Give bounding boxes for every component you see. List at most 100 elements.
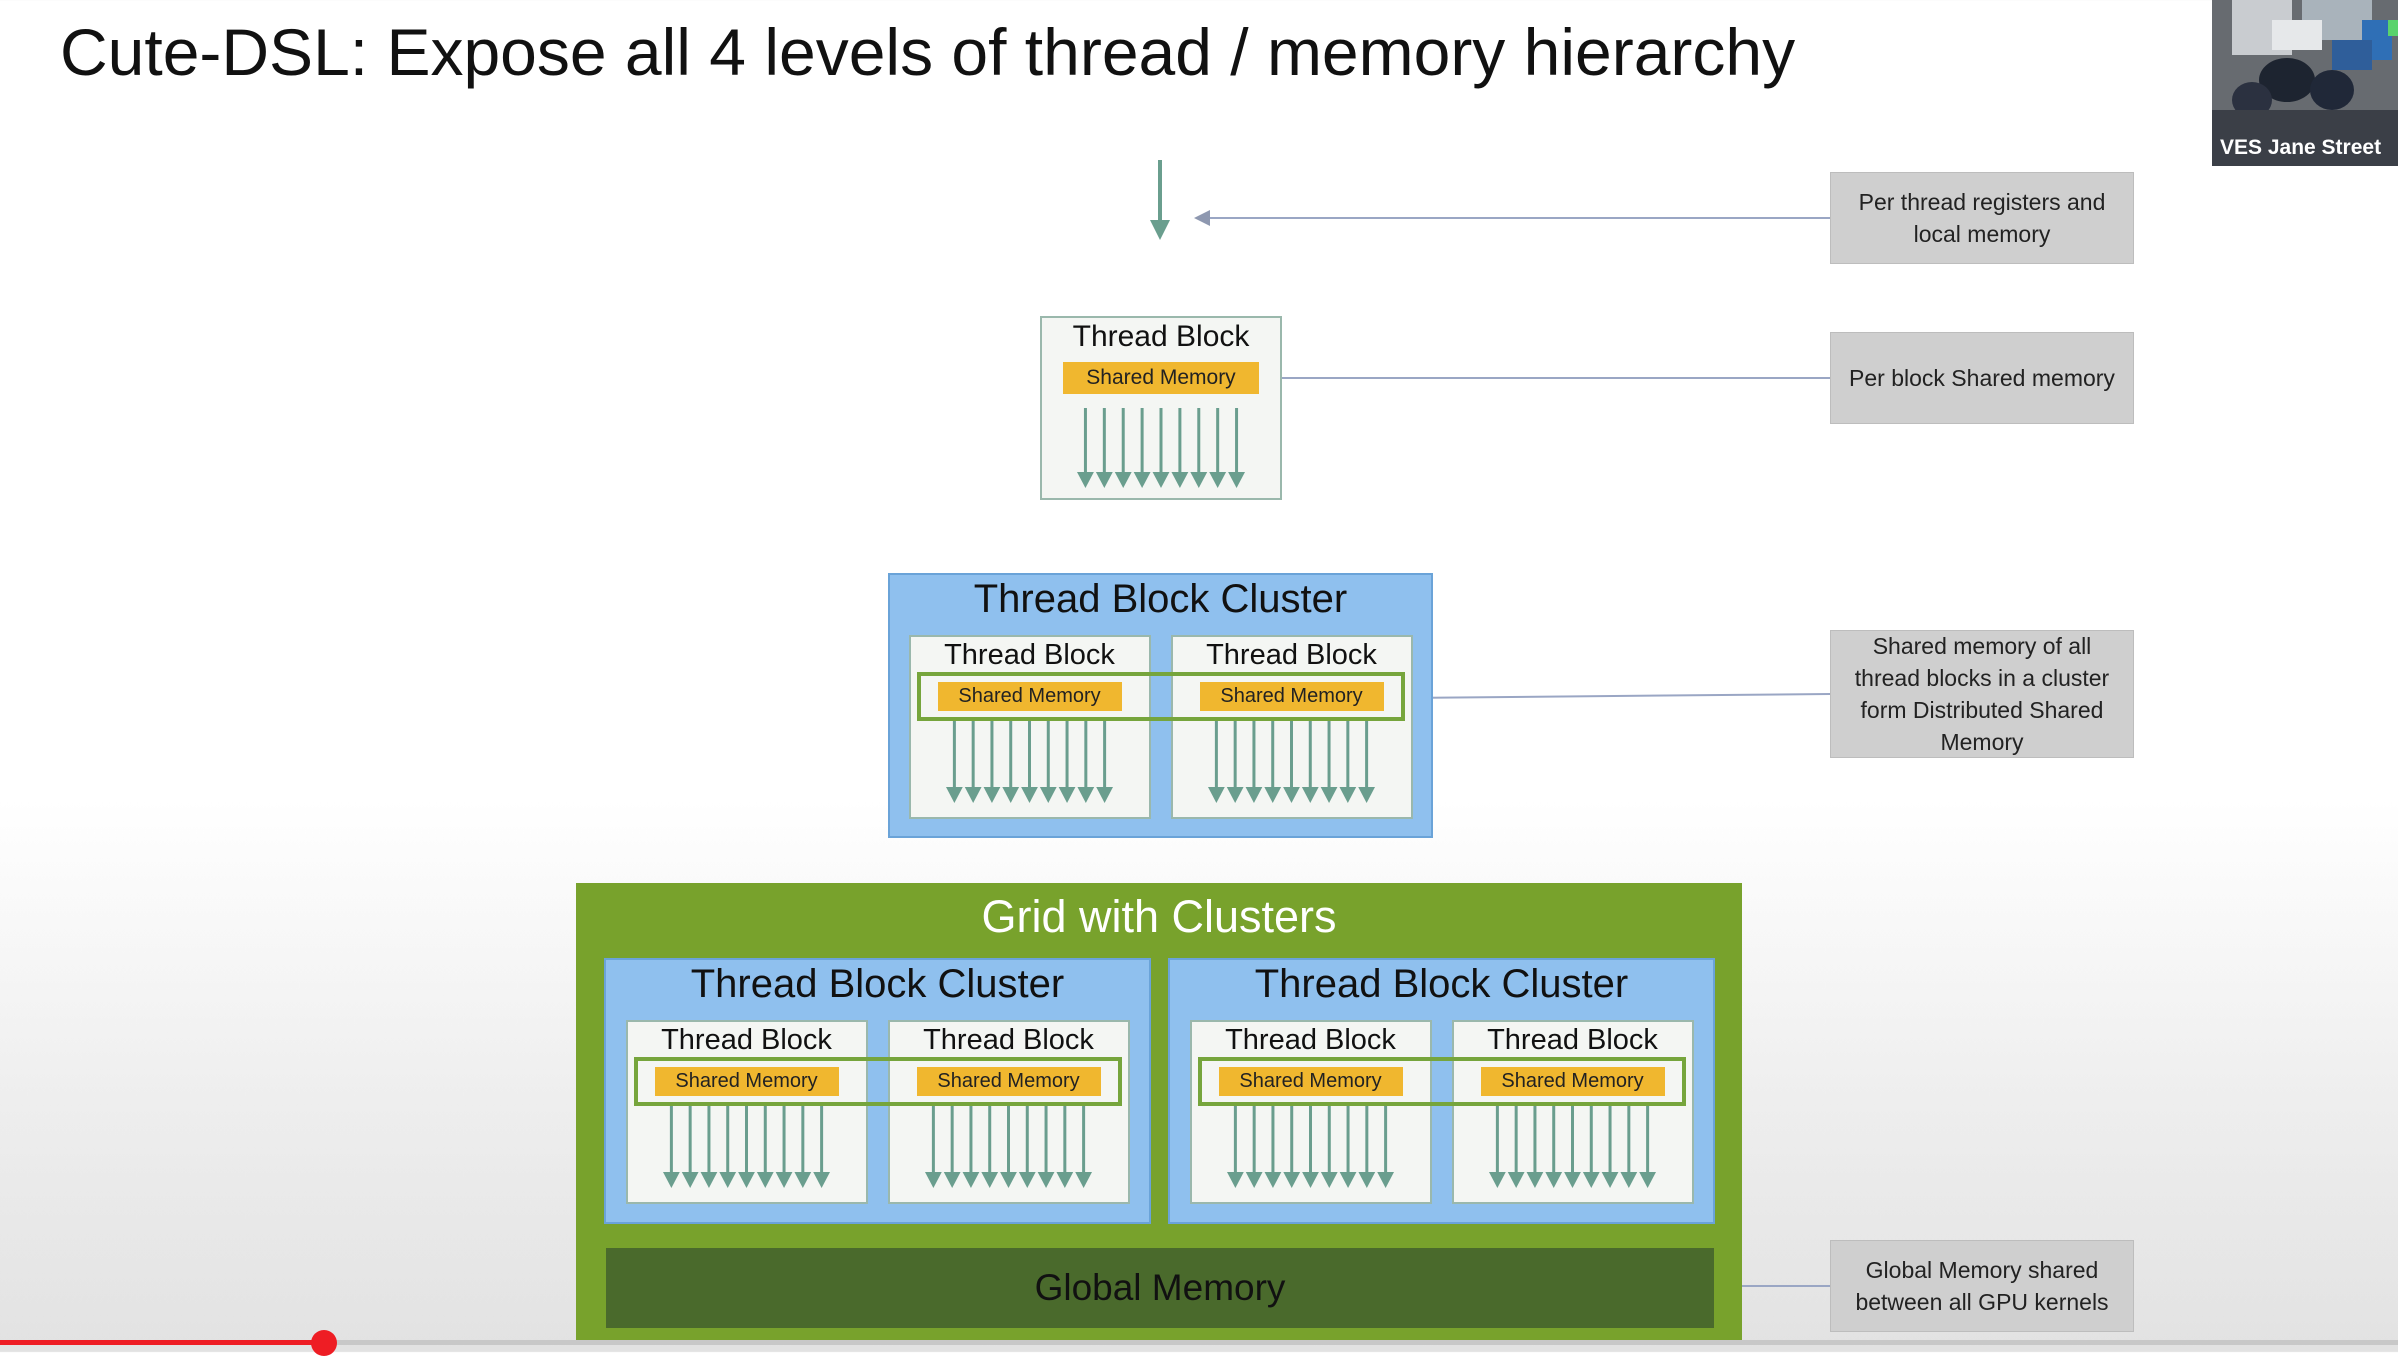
thread-arrowhead <box>1545 1172 1563 1188</box>
thread-arrows <box>1227 1105 1394 1188</box>
shared-memory: Shared Memory <box>1218 1067 1403 1096</box>
thread-arrowhead <box>925 1172 942 1188</box>
thread-arrowhead <box>1283 787 1300 803</box>
thread-arrowhead <box>1582 1172 1600 1188</box>
distributed-shared-memory-outline <box>1197 1056 1686 1107</box>
thread-arrowhead <box>1190 472 1208 488</box>
thread-arrowhead <box>1056 1172 1074 1188</box>
thread-block-title: Thread Block <box>944 639 1115 671</box>
thread-arrowhead <box>1489 1172 1506 1188</box>
shared-memory: Shared Memory <box>1199 682 1384 711</box>
cluster-title: Thread Block Cluster <box>1254 962 1629 1006</box>
thread-arrowhead <box>719 1172 737 1188</box>
thread-arrowhead <box>738 1172 755 1188</box>
thread-arrowhead <box>1339 1172 1357 1188</box>
thread-block-title: Thread Block <box>1072 320 1250 353</box>
video-progress-track[interactable] <box>0 1340 2398 1345</box>
thread-arrowhead <box>1077 787 1095 803</box>
thread-arrowhead <box>1075 1172 1092 1188</box>
webcam-label: VES Jane Street <box>2220 136 2382 159</box>
slide-title: Cute-DSL: Expose all 4 levels of thread … <box>60 15 1796 89</box>
distributed-shared-memory-outline <box>916 671 1405 722</box>
thread-block-title: Thread Block <box>1225 1024 1396 1056</box>
thread-arrowhead <box>1226 787 1244 803</box>
thread-arrowhead <box>1264 1172 1282 1188</box>
thread-arrowhead <box>1302 1172 1319 1188</box>
thread-arrowhead <box>1228 472 1245 488</box>
shared-memory: Shared Memory <box>916 1067 1101 1096</box>
thread-arrows <box>925 1105 1092 1188</box>
thread-arrowhead <box>1058 787 1076 803</box>
thread-arrowhead <box>1339 787 1357 803</box>
thread-arrowhead <box>1018 1172 1036 1188</box>
shared-memory: Shared Memory <box>654 1067 839 1096</box>
thread-arrowhead <box>1507 1172 1525 1188</box>
thread-arrowhead <box>1358 1172 1376 1188</box>
global-memory: Global Memory <box>606 1248 1714 1328</box>
thread-arrowhead <box>1077 472 1094 488</box>
thread-arrowhead <box>1564 1172 1581 1188</box>
annotation-per-thread: Per thread registers and local memory <box>1830 172 2134 264</box>
thread-block-title: Thread Block <box>923 1024 1094 1056</box>
thread-arrowhead <box>1133 472 1151 488</box>
thread-arrowhead <box>946 787 963 803</box>
webcam-thumbnail: VES Jane Street <box>2212 0 2398 166</box>
video-progress-knob[interactable] <box>311 1330 337 1356</box>
thread-arrowhead <box>1002 787 1020 803</box>
thread-arrowhead <box>1114 472 1132 488</box>
thread-arrowhead <box>964 787 982 803</box>
thread-arrowhead <box>1245 787 1263 803</box>
shared-memory: Shared Memory <box>1063 362 1259 394</box>
thread-arrows <box>1208 720 1375 803</box>
thread-arrowhead <box>1320 1172 1338 1188</box>
thread-arrowhead <box>1152 472 1170 488</box>
thread-arrowhead <box>1039 787 1057 803</box>
thread-arrowhead <box>794 1172 812 1188</box>
thread-arrowhead <box>962 1172 980 1188</box>
thread-arrowhead <box>775 1172 793 1188</box>
thread-arrows <box>946 720 1113 803</box>
thread-arrowhead <box>813 1172 830 1188</box>
annotation-per-block: Per block Shared memory <box>1830 332 2134 424</box>
thread-arrowhead <box>1264 787 1282 803</box>
thread-arrowhead <box>1377 1172 1394 1188</box>
thread-arrow-head <box>1150 220 1170 240</box>
thread-arrowhead <box>1208 787 1225 803</box>
thread-arrowhead <box>1171 472 1189 488</box>
cluster-title: Thread Block Cluster <box>973 577 1348 621</box>
annotation-global-memory: Global Memory shared between all GPU ker… <box>1830 1240 2134 1332</box>
shared-memory: Shared Memory <box>937 682 1122 711</box>
thread-arrowhead <box>1095 472 1113 488</box>
thread-block-title: Thread Block <box>1487 1024 1658 1056</box>
thread-arrowhead <box>983 787 1001 803</box>
thread-arrowhead <box>981 1172 999 1188</box>
cluster-title: Thread Block Cluster <box>690 962 1065 1006</box>
shared-memory: Shared Memory <box>1480 1067 1665 1096</box>
grid-title: Grid with Clusters <box>981 891 1337 942</box>
thread-arrowhead <box>1639 1172 1656 1188</box>
thread-arrowhead <box>1526 1172 1544 1188</box>
thread-arrowhead <box>1209 472 1227 488</box>
thread-arrowhead <box>1283 1172 1301 1188</box>
thread-block-title: Thread Block <box>1206 639 1377 671</box>
thread-arrowhead <box>1358 787 1375 803</box>
thread-arrowhead <box>756 1172 774 1188</box>
thread-arrowhead <box>681 1172 699 1188</box>
webcam-scene <box>2212 0 2398 166</box>
thread-arrowhead <box>1021 787 1038 803</box>
connector-distributed <box>1398 689 1831 706</box>
thread-arrowhead <box>1096 787 1113 803</box>
thread-arrowhead <box>1620 1172 1638 1188</box>
video-progress-fill <box>0 1340 324 1345</box>
thread-arrowhead <box>943 1172 961 1188</box>
thread-arrowhead <box>1037 1172 1055 1188</box>
thread-arrowhead <box>1301 787 1319 803</box>
